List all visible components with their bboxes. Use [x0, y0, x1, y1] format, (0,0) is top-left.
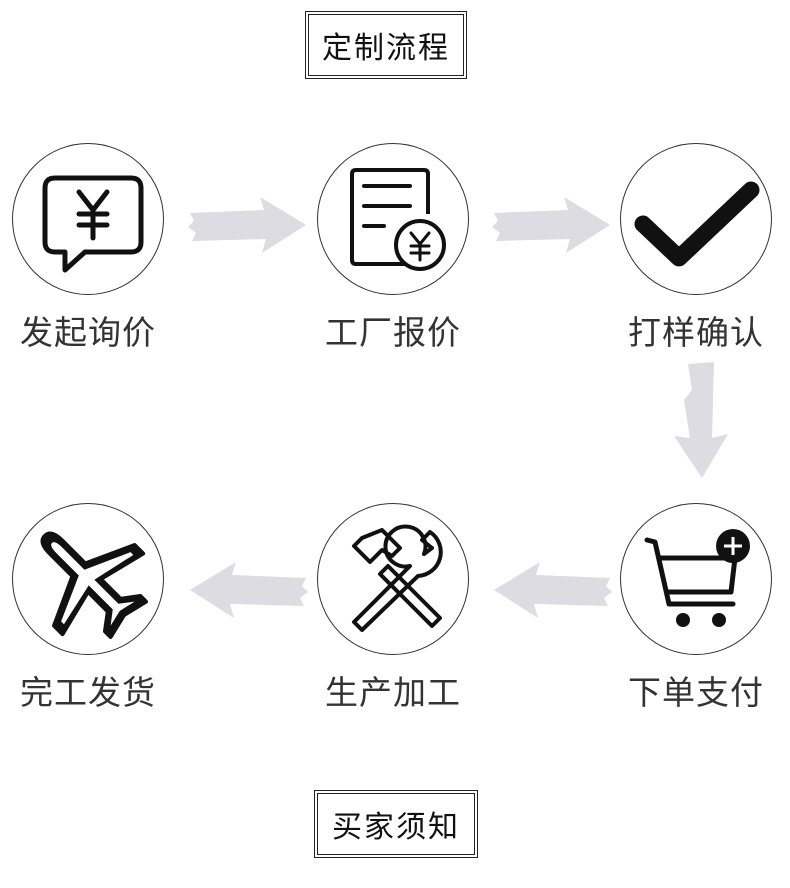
- step-sample-circle: [620, 143, 772, 295]
- shopping-cart-add-icon: [644, 529, 750, 627]
- step-production-label: 生产加工: [325, 673, 461, 712]
- arrow-left-icon: [186, 560, 310, 622]
- step-sample-label: 打样确认: [628, 313, 764, 352]
- process-title-box: 定制流程: [305, 11, 467, 79]
- step-production-circle: [317, 503, 469, 655]
- step-inquiry-label: 发起询价: [20, 313, 156, 352]
- checkmark-icon: [634, 181, 760, 267]
- step-order-circle: [620, 503, 772, 655]
- notice-title: 买家须知: [317, 793, 475, 855]
- notice-title-box: 买家须知: [314, 790, 478, 858]
- quote-document-icon: [350, 168, 446, 271]
- hammer-wrench-icon: [352, 524, 443, 632]
- step-quote-label: 工厂报价: [325, 313, 461, 352]
- yuan-chat-icon: [42, 175, 144, 273]
- arrow-down-icon: [670, 360, 734, 480]
- step-shipping-label: 完工发货: [20, 673, 156, 712]
- step-quote-circle: [317, 143, 469, 295]
- step-inquiry-circle: [12, 143, 164, 295]
- arrow-right-icon: [490, 195, 614, 257]
- arrow-left-icon: [490, 560, 614, 622]
- process-title: 定制流程: [308, 14, 464, 76]
- step-order-label: 下单支付: [628, 673, 764, 712]
- airplane-icon: [40, 531, 148, 639]
- step-shipping-circle: [12, 503, 164, 655]
- arrow-right-icon: [186, 195, 310, 257]
